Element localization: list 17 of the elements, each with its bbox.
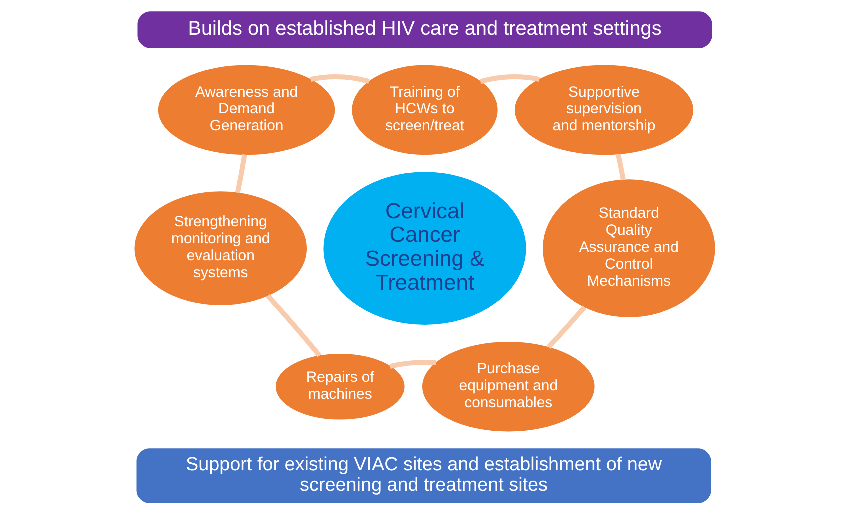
node-ellipse: Purchase equipment and consumables: [422, 342, 595, 432]
connector: [235, 154, 248, 194]
node-box: Builds on established HIV care and treatment settings: [138, 12, 712, 48]
node-box: Support for existing VIAC sites and establishment of new screening and treatment sites: [136, 448, 712, 504]
node-ellipse: Cervical Cancer Screening & Treatment: [324, 172, 526, 325]
node-ellipse: Standard Quality Assurance and Control Mechanisms: [542, 180, 716, 318]
connector: [266, 294, 322, 358]
node-ellipse: Awareness and Demand Generation: [158, 65, 336, 156]
connector: [390, 360, 436, 369]
node-ellipse: Repairs of machines: [276, 354, 405, 420]
node-ellipse: Training of HCWs to screen/treat: [352, 65, 498, 156]
connector: [480, 74, 540, 84]
node-ellipse: Supportive supervision and mentorship: [514, 65, 694, 156]
node-ellipse: Strengthening monitoring and evaluation systems: [134, 192, 308, 306]
connector: [616, 154, 626, 181]
connector: [310, 74, 370, 84]
connector: [547, 306, 587, 350]
